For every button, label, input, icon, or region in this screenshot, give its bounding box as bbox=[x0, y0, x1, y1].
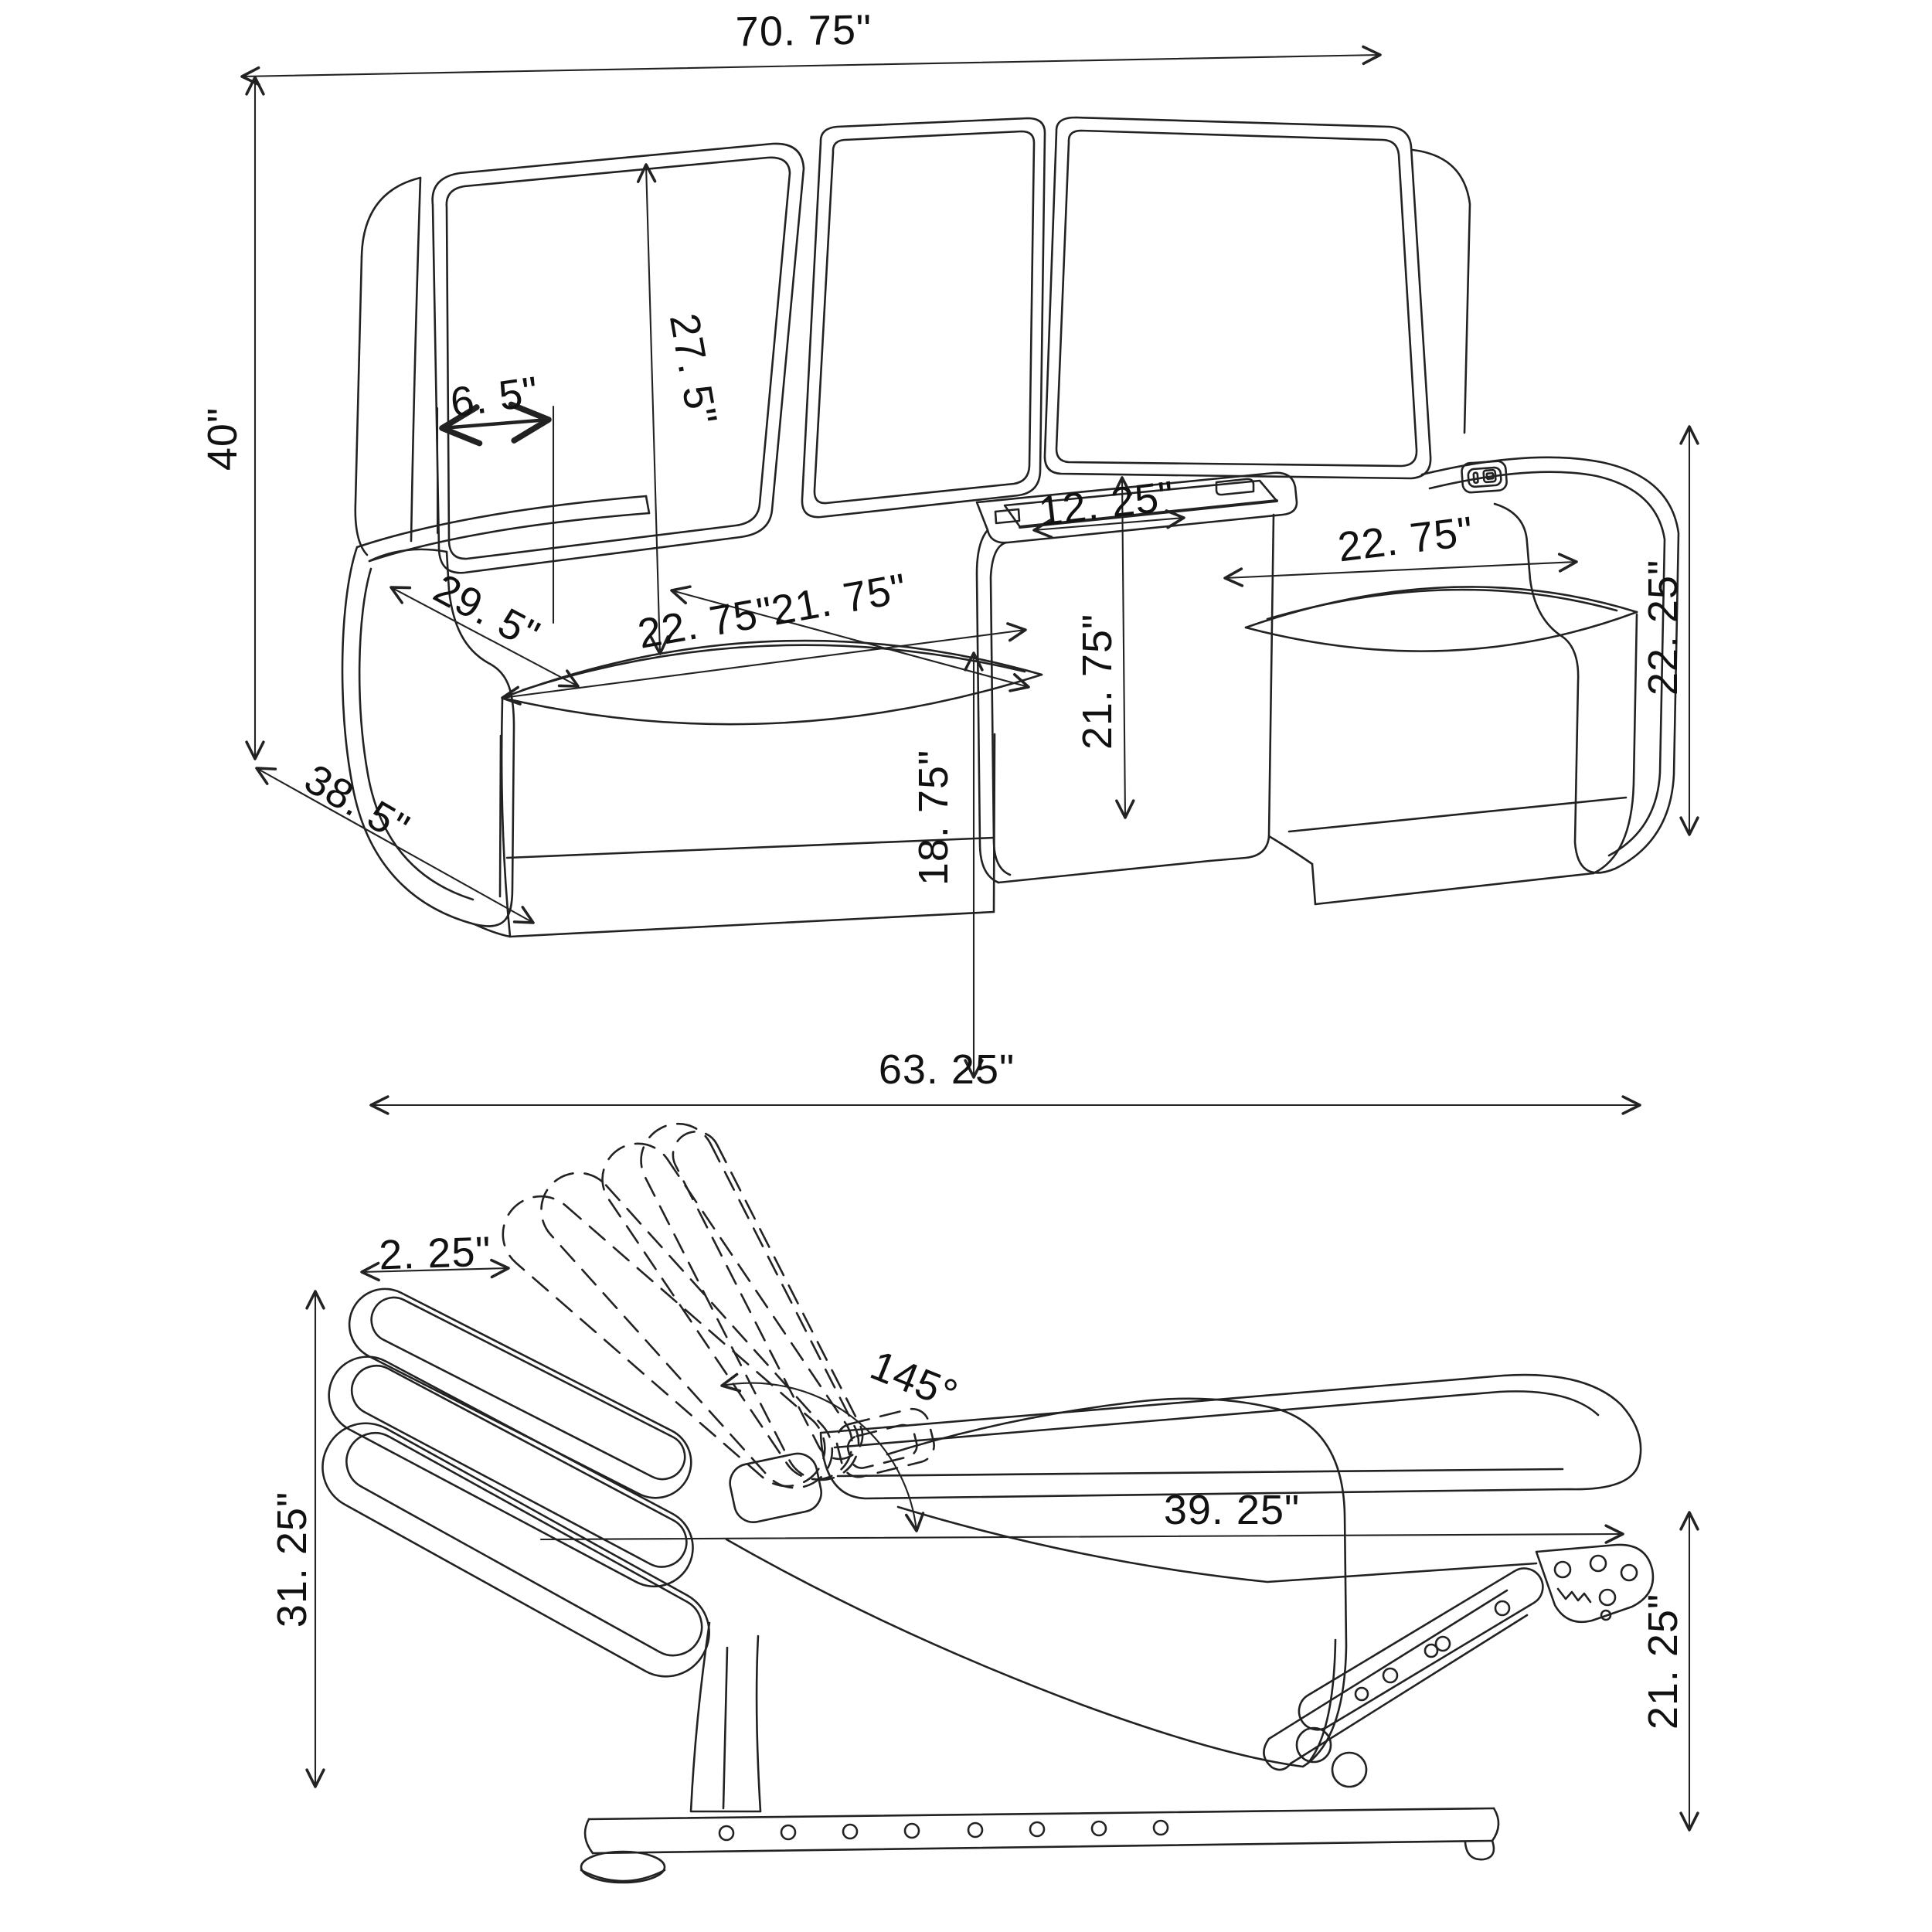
dim-line-armrest-top-width bbox=[439, 401, 552, 447]
dim-line-overall-width bbox=[240, 45, 1382, 87]
dim-footrest-extension-label: 39. 25" bbox=[1163, 1487, 1301, 1533]
dim-line-left-seat-width bbox=[501, 622, 1027, 706]
dim-back-height-label: 31. 25" bbox=[269, 1491, 315, 1628]
power-control-panel-icon bbox=[1461, 460, 1508, 494]
dim-line-right-seat-width bbox=[1223, 553, 1578, 587]
dim-arm-height-label: 22. 25" bbox=[1640, 559, 1686, 696]
dim-seat-height-label: 18. 75" bbox=[910, 749, 957, 886]
recliner-drawing bbox=[321, 1122, 1655, 1884]
dim-reclined-length-label: 63. 25" bbox=[878, 1046, 1015, 1093]
dim-arc-recline-angle bbox=[720, 1372, 925, 1532]
dim-overall-height-label: 40" bbox=[199, 406, 246, 471]
dim-line-headrest-travel bbox=[360, 1258, 510, 1282]
dim-headrest-travel-label: 2. 25" bbox=[378, 1228, 492, 1279]
dim-line-footrest-extension bbox=[539, 1524, 1624, 1544]
dim-console-height-label: 21. 75" bbox=[1074, 613, 1121, 750]
dim-line-console-height bbox=[1112, 476, 1135, 819]
dim-line-overall-depth bbox=[255, 767, 535, 924]
dim-line-console-width bbox=[1032, 509, 1185, 539]
dim-overall-width-label: 70. 75" bbox=[735, 6, 872, 56]
dim-seat-back-height-label: 21. 25" bbox=[1640, 1593, 1686, 1730]
loveseat-dimension-lines bbox=[240, 45, 1699, 1079]
loveseat-drawing bbox=[341, 116, 1680, 938]
recliner-dimension-lines bbox=[305, 1095, 1699, 1832]
dim-line-back-cushion-height bbox=[636, 163, 670, 655]
